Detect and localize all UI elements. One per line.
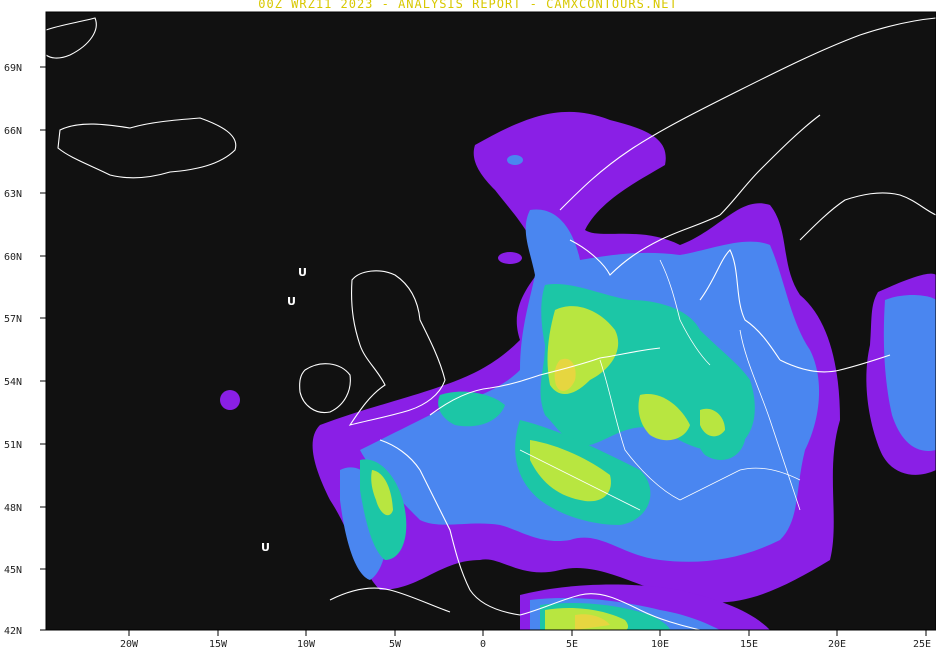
iceland-coast [57, 117, 237, 179]
lat-label: 45N [4, 565, 22, 576]
lat-label: 57N [4, 314, 22, 325]
lon-label: 10W [297, 639, 316, 650]
lon-label: 20E [828, 639, 846, 650]
lat-labels: 69N 66N 63N 60N 57N 54N 51N 48N 45N 42N [4, 63, 22, 637]
marker-u-3: U [261, 541, 270, 554]
lon-labels: 20W 15W 10W 5W 0 5E 10E 15E 20E 25E [120, 639, 931, 650]
map-title: 00Z WRZ11 2023 - ANALYSIS REPORT - CAMXC… [258, 0, 678, 11]
lon-label: 0 [480, 639, 486, 650]
lat-label: 66N [4, 126, 22, 137]
lat-ticks [40, 66, 46, 631]
marker-u-1: U [298, 266, 307, 279]
lon-label: 20W [120, 639, 139, 650]
coastlines [45, 17, 936, 631]
lat-label: 54N [4, 377, 22, 388]
lat-label: 42N [4, 626, 22, 637]
lon-label: 10E [651, 639, 669, 650]
norway-coast [559, 17, 936, 211]
finland-coast [799, 192, 936, 241]
map-border [45, 11, 936, 631]
lat-label: 51N [4, 440, 22, 451]
iberia-coast [329, 587, 451, 613]
lat-label: 48N [4, 503, 22, 514]
france-coast [379, 439, 521, 616]
ireland-coast [299, 363, 351, 414]
channel-coast [429, 347, 661, 416]
lat-label: 60N [4, 252, 22, 263]
baltic-coast [779, 354, 891, 373]
mediterranean-coast [519, 593, 701, 631]
lon-label: 25E [913, 639, 931, 650]
britain-coast [348, 270, 446, 426]
lon-ticks [128, 630, 927, 636]
lon-label: 15E [740, 639, 758, 650]
lat-label: 63N [4, 189, 22, 200]
lon-label: 15W [209, 639, 228, 650]
lat-label: 69N [4, 63, 22, 74]
lon-label: 5W [389, 639, 402, 650]
marker-u-2: U [287, 295, 296, 308]
sweden-coast [699, 249, 781, 361]
lon-label: 5E [566, 639, 578, 650]
